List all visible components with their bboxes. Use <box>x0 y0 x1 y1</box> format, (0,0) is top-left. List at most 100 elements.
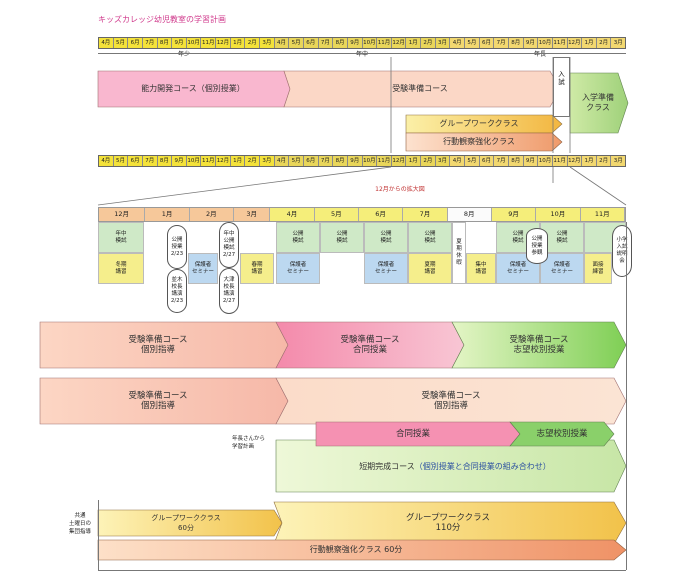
month-cell: 1月 <box>582 38 597 48</box>
zoom-month-cell: 7月 <box>403 208 448 221</box>
month-cell: 10月 <box>186 38 202 48</box>
month-cell: 6月 <box>128 38 143 48</box>
event-kaki-koshu: 夏期 講習 <box>408 253 452 284</box>
oval-namiki-koen: 並木 校長 講演 2/23 <box>167 269 187 313</box>
month-cell: 9月 <box>347 156 363 166</box>
arrow-r1c <box>451 321 627 369</box>
oval-koukai-sankan: 公開 授業 参観 <box>526 228 548 264</box>
month-cell: 2月 <box>596 156 612 166</box>
event-shuchu: 集中 講習 <box>466 253 496 284</box>
arrow-r2b <box>275 377 627 425</box>
month-cell: 11月 <box>377 38 392 48</box>
label-r3a: 合同授業 <box>395 429 430 439</box>
event-koukai-apr: 公開 模試 <box>276 222 320 253</box>
label-group: グループワーククラス <box>439 119 519 128</box>
month-cell: 11月 <box>552 38 568 48</box>
zoom-month-cell: 11月 <box>580 208 625 221</box>
month-cell: 1月 <box>406 156 422 166</box>
month-cell: 12月 <box>391 156 407 166</box>
month-cell: 5月 <box>465 156 480 166</box>
oval-koukai-jugyo: 公開 授業 2/23 <box>167 225 187 269</box>
month-cell: 5月 <box>465 38 480 48</box>
month-cell: 10月 <box>538 38 553 48</box>
month-cell: 5月 <box>113 156 129 166</box>
month-cell: 7月 <box>318 38 334 48</box>
label-r2a: 受験準備コース 個別指導 <box>128 391 188 411</box>
month-cell: 4月 <box>274 38 290 48</box>
month-cell: 8月 <box>508 156 524 166</box>
zoom-month-cell: 6月 <box>358 208 404 221</box>
month-cell: 12月 <box>567 156 583 166</box>
month-cell: 3月 <box>260 156 275 166</box>
month-cell: 6月 <box>303 38 319 48</box>
event-nenchu-moshi: 年中 模試 <box>98 222 144 253</box>
month-cell: 7月 <box>142 38 158 48</box>
month-cell: 10月 <box>186 156 202 166</box>
label-r3c: 短期完成コース（個別授業と合同授業の組み合わせ） <box>359 462 551 471</box>
month-cell: 2月 <box>596 38 612 48</box>
label-r3-side: 年長さんから 学習計画 <box>232 436 266 450</box>
month-cell: 4月 <box>450 156 466 166</box>
month-cell: 1月 <box>582 156 597 166</box>
month-cell: 10月 <box>362 156 378 166</box>
month-cell: 8月 <box>157 38 173 48</box>
event-shunki: 春期 講習 <box>240 253 274 284</box>
label-juken: 受験準備コース <box>392 84 448 93</box>
month-cell: 9月 <box>172 38 187 48</box>
month-cell: 9月 <box>347 38 363 48</box>
zoom-label: 12月からの拡大図 <box>375 186 425 193</box>
event-koukai-jun: 公開 模試 <box>364 222 408 253</box>
frame-bottom <box>98 570 626 571</box>
month-cell: 1月 <box>406 38 422 48</box>
age-nensho: 年少 <box>178 51 191 58</box>
frame-right <box>626 222 627 570</box>
event-hogosha-apr: 保護者 セミナー <box>276 253 320 284</box>
month-cell: 2月 <box>421 38 436 48</box>
event-hogosha-feb: 保護者 セミナー <box>188 253 218 284</box>
month-cell: 6月 <box>479 156 495 166</box>
zoom-lines <box>97 166 627 206</box>
page-title: キッズカレッジ幼児教室の学習計画 <box>98 15 226 24</box>
month-cell: 8月 <box>508 38 524 48</box>
event-koukai-may: 公開 模試 <box>320 222 364 253</box>
month-cell: 12月 <box>391 38 407 48</box>
arrow-group <box>405 114 563 134</box>
event-hogosha-jun: 保護者 セミナー <box>364 253 408 284</box>
label-r2b: 受験準備コース 個別指導 <box>421 391 481 411</box>
month-cell: 9月 <box>172 156 187 166</box>
nyushi-box: 入 試 <box>553 57 570 117</box>
arrow-r3b <box>509 421 615 447</box>
label-r3b: 志望校別授業 <box>536 429 588 439</box>
month-cell: 6月 <box>303 156 319 166</box>
event-koukai-jul: 公開 模試 <box>408 222 452 253</box>
event-mensetsu: 面接 練習 <box>584 253 612 284</box>
zoom-month-cell: 12月 <box>99 208 146 221</box>
month-cell: 11月 <box>377 156 392 166</box>
age-rule <box>98 53 626 54</box>
month-cell: 4月 <box>99 156 114 166</box>
month-cell: 4月 <box>450 38 466 48</box>
zoom-month-cell: 1月 <box>145 208 190 221</box>
month-cell: 4月 <box>99 38 114 48</box>
bottom-arrows-svg <box>39 321 627 561</box>
oval-nenchu-koukai: 年中 公開 模試 2/27 <box>219 222 239 268</box>
zoom-month-cell: 3月 <box>234 208 271 221</box>
month-cell: 1月 <box>230 156 246 166</box>
month-cell: 10月 <box>538 156 553 166</box>
label-r1c: 受験準備コース 志望校別授業 <box>509 335 569 355</box>
frame-left <box>98 500 99 570</box>
label-kodo-row: 行動観察強化クラス 60分 <box>309 545 403 554</box>
event-kaki-koshu-winter: 冬期 講習 <box>98 253 144 284</box>
month-cell: 11月 <box>552 156 568 166</box>
label-r1a: 受験準備コース 個別指導 <box>128 335 188 355</box>
zoom-month-cell: 10月 <box>536 208 581 221</box>
zoom-month-cell: 8月 <box>447 208 492 221</box>
month-cell: 3月 <box>611 156 626 166</box>
age-nencho: 年長 <box>534 51 547 58</box>
month-cell: 7月 <box>142 156 158 166</box>
month-cell: 2月 <box>245 38 261 48</box>
zoom-month-cell: 2月 <box>189 208 234 221</box>
